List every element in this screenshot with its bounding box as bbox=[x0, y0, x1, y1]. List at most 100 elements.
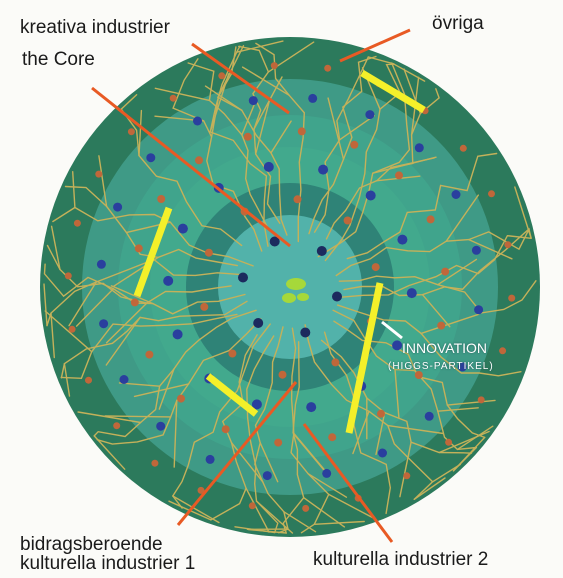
fiber-branch bbox=[437, 258, 478, 286]
node-dot bbox=[119, 375, 129, 384]
node-dot bbox=[64, 272, 72, 280]
label-other: övriga bbox=[432, 13, 484, 34]
node-dot bbox=[471, 245, 481, 255]
node-dot bbox=[504, 241, 512, 249]
node-dot bbox=[228, 349, 237, 358]
node-dot bbox=[156, 421, 166, 431]
node-dot bbox=[293, 195, 302, 204]
fiber-branch bbox=[328, 493, 375, 519]
arrow-pointer bbox=[91, 86, 291, 248]
node-dot bbox=[177, 394, 185, 403]
fiber-branch bbox=[154, 87, 211, 102]
fiber-branch bbox=[173, 399, 178, 468]
node-dot bbox=[403, 472, 411, 480]
node-dot bbox=[204, 248, 213, 257]
node-dot bbox=[197, 486, 205, 494]
fiber-strand bbox=[120, 94, 243, 247]
node-dot bbox=[248, 502, 256, 510]
node-dot bbox=[270, 62, 278, 70]
fiber-branch bbox=[352, 410, 370, 455]
fiber-branch bbox=[245, 487, 270, 533]
fiber-strand bbox=[93, 309, 257, 438]
node-dot bbox=[457, 362, 467, 372]
fiber-branch bbox=[118, 382, 161, 387]
fiber-strand bbox=[290, 327, 330, 534]
fiber-strand bbox=[254, 326, 289, 534]
node-dot bbox=[377, 409, 385, 418]
node-dot bbox=[477, 396, 485, 404]
node-dot bbox=[365, 190, 376, 201]
fiber-branch bbox=[98, 155, 108, 208]
node-dot bbox=[445, 438, 453, 446]
center-blob-3 bbox=[297, 293, 309, 301]
node-dot bbox=[99, 319, 109, 329]
fiber-branch bbox=[158, 368, 175, 410]
fiber-branch bbox=[303, 497, 346, 528]
fiber-branch bbox=[392, 63, 426, 82]
fiber-branch bbox=[375, 412, 386, 456]
fiber-branch bbox=[241, 66, 290, 96]
fiber-strand bbox=[187, 62, 269, 230]
node-dot bbox=[113, 202, 123, 212]
fiber-branch bbox=[104, 415, 172, 418]
node-dot bbox=[459, 144, 467, 152]
fiber-branch bbox=[338, 115, 375, 141]
fiber-strand bbox=[317, 62, 411, 258]
fiber-branch bbox=[283, 511, 317, 533]
node-dot bbox=[253, 318, 264, 328]
node-dot bbox=[441, 267, 450, 276]
node-dot bbox=[274, 438, 283, 447]
node-dot bbox=[262, 471, 272, 481]
fiber-branch bbox=[445, 194, 479, 242]
node-dot bbox=[243, 132, 252, 141]
fiber-strand bbox=[335, 228, 530, 277]
yellow-bar bbox=[133, 206, 173, 298]
node-dot bbox=[392, 340, 403, 351]
node-dot bbox=[127, 128, 135, 136]
arrow-pointer bbox=[176, 381, 298, 526]
fiber-branch bbox=[138, 109, 143, 157]
fiber-strand bbox=[346, 152, 498, 260]
arrow-pointer bbox=[302, 423, 394, 543]
node-dot bbox=[488, 190, 495, 198]
fiber-branch bbox=[437, 407, 479, 412]
node-dot bbox=[251, 399, 262, 410]
node-dot bbox=[324, 64, 332, 72]
node-dot bbox=[499, 347, 507, 355]
node-dot bbox=[397, 234, 408, 245]
fiber-branch bbox=[394, 368, 400, 419]
fiber-branch bbox=[413, 477, 446, 500]
node-dot bbox=[302, 504, 310, 512]
node-dot bbox=[365, 110, 375, 120]
node-dot bbox=[414, 143, 424, 153]
fiber-branch bbox=[270, 120, 292, 154]
node-dot bbox=[96, 259, 106, 269]
yellow-bar bbox=[345, 282, 384, 434]
node-dot bbox=[331, 358, 340, 367]
fiber-branch bbox=[105, 302, 148, 344]
fiber-branch bbox=[68, 281, 97, 327]
node-dot bbox=[157, 195, 166, 203]
node-dot bbox=[451, 190, 461, 199]
fiber-strand bbox=[216, 46, 288, 236]
fiber-strand bbox=[320, 339, 473, 454]
fiber-branch bbox=[420, 313, 480, 335]
fiber-branch bbox=[77, 411, 142, 424]
fiber-strand bbox=[238, 45, 281, 224]
fiber-branch bbox=[50, 225, 61, 271]
node-dot bbox=[151, 459, 159, 467]
node-dot bbox=[318, 164, 329, 175]
node-dot bbox=[218, 72, 226, 80]
node-dot bbox=[95, 170, 103, 178]
fiber-branch bbox=[105, 316, 141, 366]
node-dot bbox=[414, 371, 423, 379]
node-dot bbox=[134, 244, 143, 253]
node-dot bbox=[221, 425, 230, 434]
node-dot bbox=[169, 94, 177, 102]
node-dot bbox=[297, 127, 306, 136]
fiber-strand bbox=[246, 335, 279, 534]
fiber-branch bbox=[72, 171, 76, 209]
fiber-strand bbox=[338, 275, 537, 314]
fiber-branch bbox=[293, 433, 329, 476]
